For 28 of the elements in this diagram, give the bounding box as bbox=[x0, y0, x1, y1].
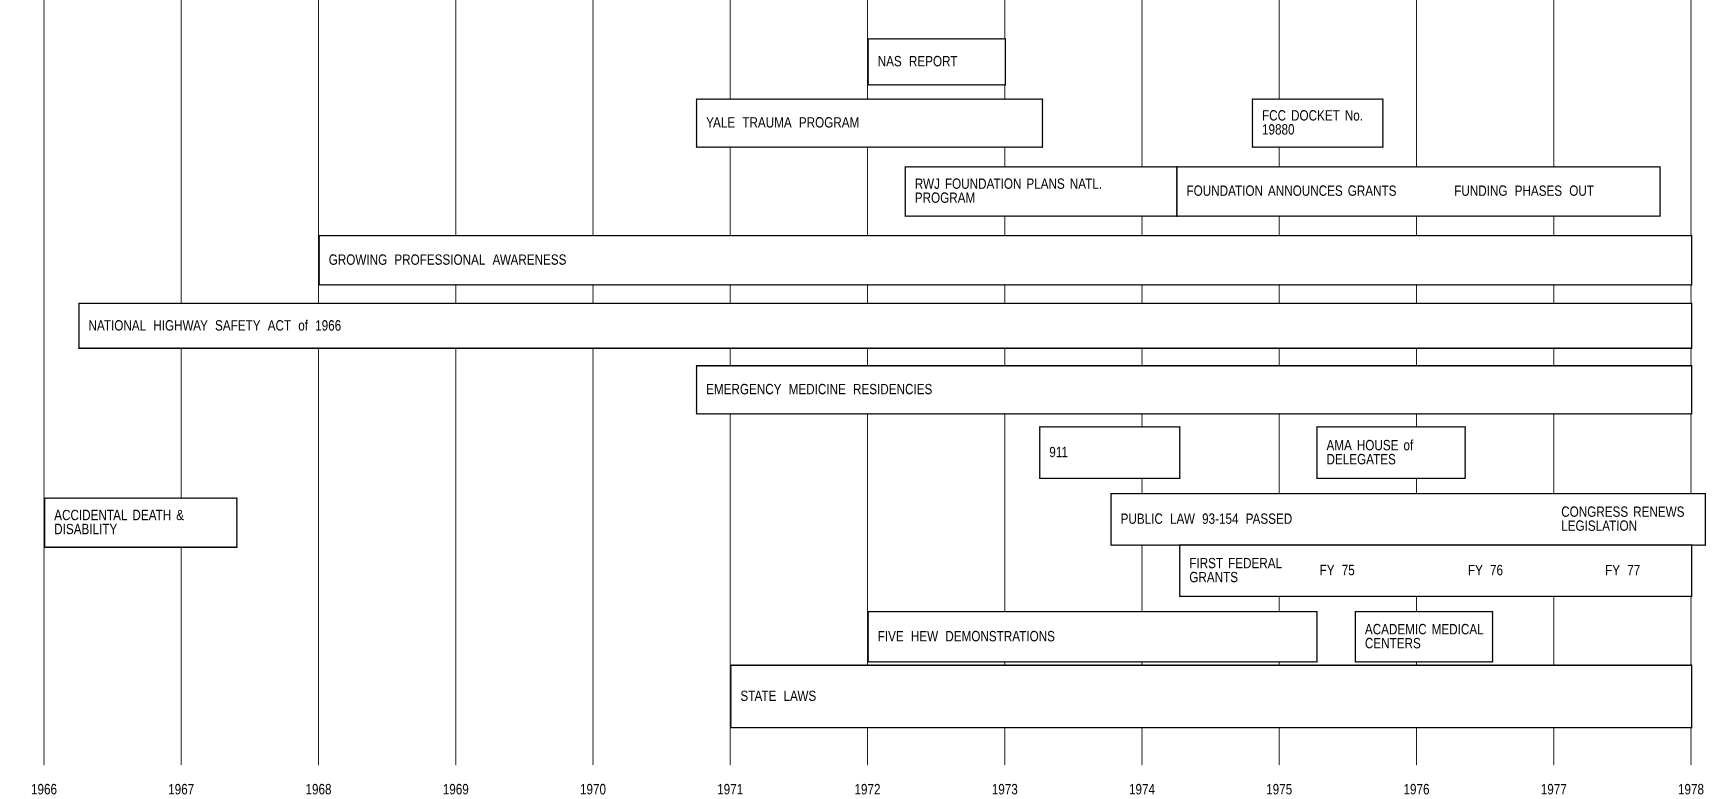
year-label: 1978 bbox=[1678, 783, 1704, 795]
year-label: 1976 bbox=[1404, 783, 1429, 795]
timeline-bar: FIRST FEDERAL GRANTS FY 75 FY 76 FY 77 bbox=[1179, 544, 1693, 598]
year-label: 1968 bbox=[306, 783, 331, 795]
timeline-bar: FOUNDATION ANNOUNCES GRANTS FUNDING PHASES OUT bbox=[1176, 166, 1661, 217]
year-label: 1971 bbox=[718, 783, 743, 795]
year-label: 1973 bbox=[992, 783, 1018, 795]
year-label: 1969 bbox=[443, 783, 469, 795]
timeline-bar: FIVE HEW DEMONSTRATIONS bbox=[867, 611, 1318, 663]
year-label: 1972 bbox=[855, 783, 880, 795]
timeline-bar: AMA HOUSE of DELEGATES bbox=[1316, 426, 1466, 479]
timeline-bar: 911 bbox=[1039, 426, 1181, 479]
timeline-bar: EMERGENCY MEDICINE RESIDENCIES bbox=[695, 365, 1693, 415]
year-label: 1977 bbox=[1541, 783, 1567, 795]
year-label: 1966 bbox=[31, 783, 57, 795]
year-label: 1967 bbox=[169, 783, 194, 795]
timeline-bar: RWJ FOUNDATION PLANS NATL. PROGRAM bbox=[904, 166, 1178, 217]
year-label: 1975 bbox=[1267, 783, 1292, 795]
timeline-bar: GROWING PROFESSIONAL AWARENESS bbox=[318, 235, 1693, 286]
timeline-bar: YALE TRAUMA PROGRAM bbox=[695, 98, 1044, 148]
year-label: 1974 bbox=[1129, 783, 1155, 795]
timeline-bar: NATIONAL HIGHWAY SAFETY ACT of 1966 bbox=[78, 302, 1693, 349]
timeline-bar: PUBLIC LAW 93-154 PASSED CONGRESS RENEWS LEGISLATION bbox=[1110, 493, 1706, 546]
timeline-bar: ACCIDENTAL DEATH & DISABILITY bbox=[44, 497, 238, 548]
timeline-bar: FCC DOCKET No. 19880 bbox=[1251, 98, 1384, 148]
timeline-bar: NAS REPORT bbox=[867, 38, 1006, 86]
timeline-bar: ACADEMIC MEDICAL CENTERS bbox=[1354, 611, 1494, 663]
year-label: 1970 bbox=[580, 783, 606, 795]
